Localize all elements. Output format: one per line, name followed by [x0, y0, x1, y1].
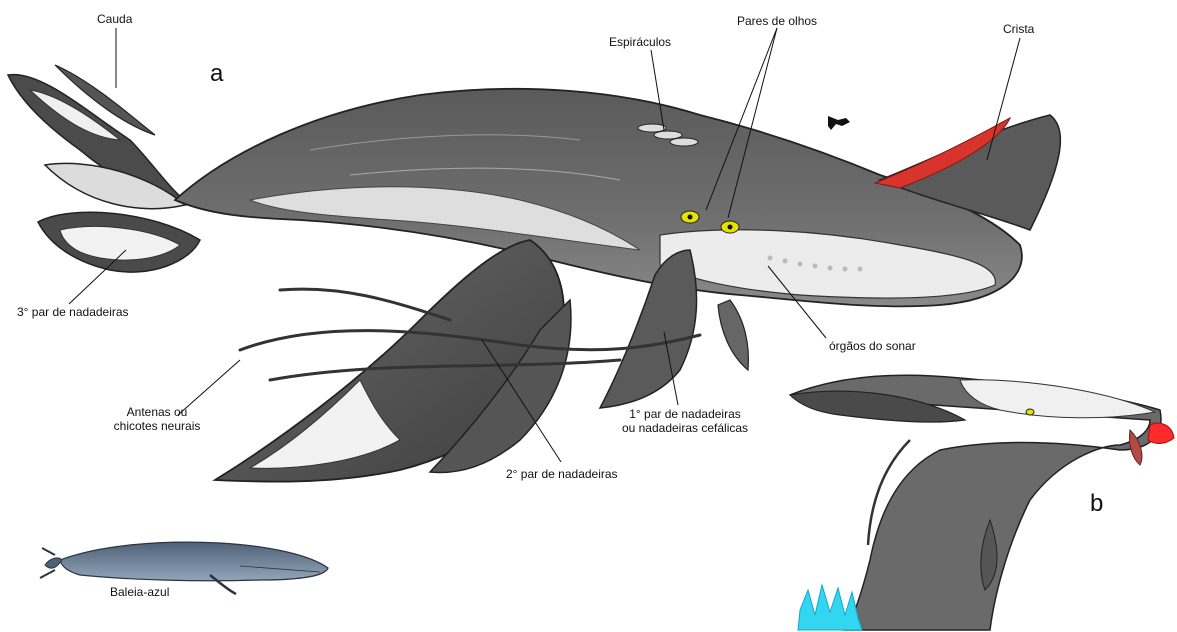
view-b-creature [790, 375, 1174, 630]
panel-b-letter: b [1090, 490, 1103, 518]
label-antenas: Antenas ou chicotes neurais [92, 405, 222, 433]
main-body [175, 89, 1022, 307]
label-primeiro-par-line2: ou nadadeiras cefálicas [605, 421, 765, 435]
second-fin-pair [215, 240, 571, 482]
label-espiraculos: Espiráculos [609, 35, 671, 49]
diver-silhouette [828, 116, 850, 130]
blue-whale [40, 542, 328, 594]
label-baleia-azul: Baleia-azul [110, 585, 169, 599]
label-terceiro-par: 3° par de nadadeiras [17, 305, 129, 319]
label-primeiro-par-line1: 1° par de nadadeiras [605, 407, 765, 421]
label-pares-de-olhos: Pares de olhos [737, 14, 817, 28]
label-crista: Crista [1003, 22, 1034, 36]
third-fin-pair [38, 163, 200, 272]
label-cauda: Cauda [97, 12, 132, 26]
panel-a-letter: a [210, 60, 223, 88]
label-orgaos-sonar: órgãos do sonar [829, 339, 916, 353]
label-antenas-line1: Antenas ou [92, 405, 222, 419]
label-primeiro-par: 1° par de nadadeiras ou nadadeiras cefál… [605, 407, 765, 435]
label-antenas-line2: chicotes neurais [92, 419, 222, 433]
label-segundo-par: 2° par de nadadeiras [506, 467, 618, 481]
